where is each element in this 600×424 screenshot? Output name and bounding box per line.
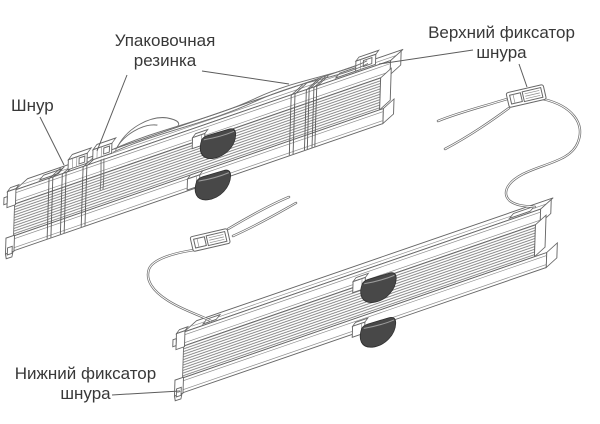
label-packaging-band-line2: резинка [133,51,197,70]
label-lower-cord-lock-line1: Нижний фиксатор [14,364,157,383]
label-packaging-band: Упаковочная резинка [95,31,235,71]
lower-cord-fixator-icon [173,376,184,402]
headrail-end-cap [172,325,190,351]
leader-lines [39,49,528,396]
label-upper-cord-lock: Верхний фиксатор шнура [420,23,583,63]
leader-packaging-band-right [201,70,290,85]
unpacked-blind-illustration [172,197,558,402]
leader-upper-fixator-clip [518,63,528,88]
headrail-end-cap [3,183,21,209]
cord-fixator-icon [189,227,231,253]
leader-upper-fixator-blind [378,49,474,65]
upper-cord-fixator-assembly [436,83,582,209]
label-upper-cord-lock-line2: шнура [476,43,527,62]
packaged-blind-illustration [3,48,404,260]
label-cord-text: Шнур [11,96,54,115]
packaging-rubber-bands [46,75,329,239]
label-cord: Шнур [11,96,54,116]
label-lower-cord-lock-line2: шнура [60,384,111,403]
cords-on-top [99,60,369,191]
label-upper-cord-lock-line1: Верхний фиксатор [428,23,575,42]
bottom-rail-end-cap [4,234,15,260]
leader-packaging-band-left [96,74,128,152]
leader-cord [39,116,65,166]
label-packaging-band-line1: Упаковочная [114,31,216,50]
upper-cord-fixator-icon [505,83,547,109]
label-lower-cord-lock: Нижний фиксатор шнура [8,364,163,404]
leader-lower-fixator [111,390,181,396]
